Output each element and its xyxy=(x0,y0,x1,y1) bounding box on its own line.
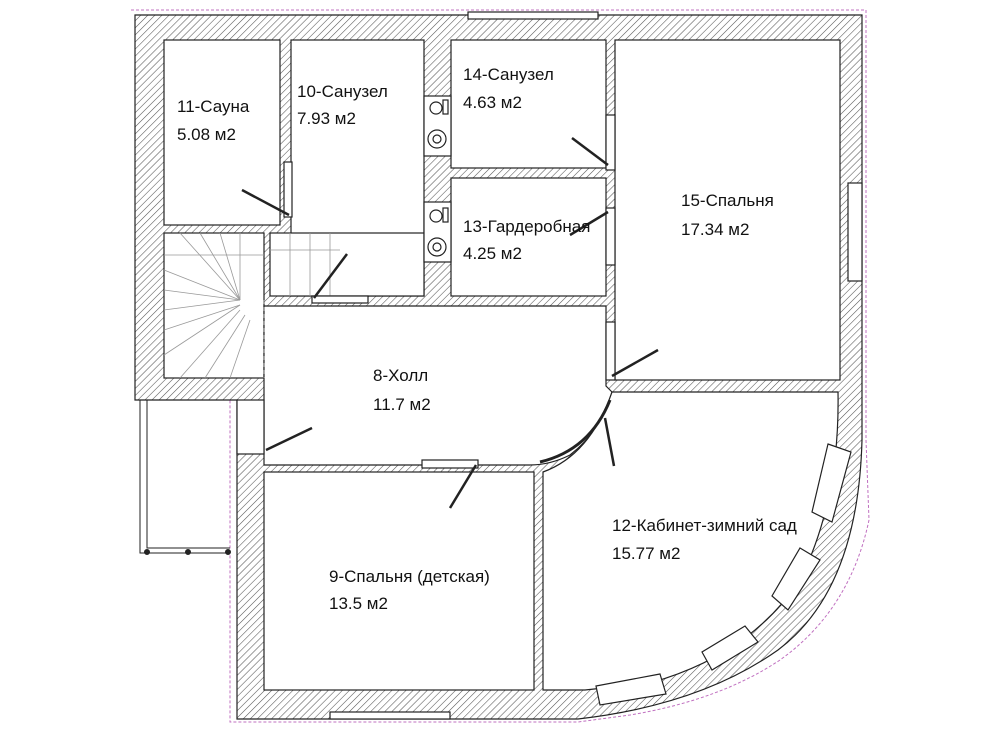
door-office-arc xyxy=(539,399,612,464)
windows xyxy=(236,11,863,720)
staircase xyxy=(163,232,340,379)
label-bath14-name: 14-Санузел xyxy=(463,65,554,84)
door-sauna-frame xyxy=(283,161,293,218)
doors xyxy=(241,114,659,509)
room-labels: 11-Сауна 5.08 м2 10-Санузел 7.93 м2 14-С… xyxy=(177,65,797,613)
door-wardrobe-frame xyxy=(605,207,616,266)
label-sauna-name: 11-Сауна xyxy=(177,97,250,116)
door-bedroom15-frame xyxy=(605,321,616,381)
label-wardrobe-area: 4.25 м2 xyxy=(463,244,522,263)
window-curve-2 xyxy=(771,547,821,611)
window-bottom xyxy=(329,711,451,720)
kidsroom-room xyxy=(263,471,535,691)
balcony xyxy=(139,400,231,555)
label-bedroom15-area: 17.34 м2 xyxy=(681,220,749,239)
window-balcony-door xyxy=(236,399,265,455)
door-office-leaf xyxy=(603,417,616,467)
hall-room xyxy=(263,305,613,466)
label-bath14-area: 4.63 м2 xyxy=(463,93,522,112)
door-bath14-leaf xyxy=(571,137,609,166)
door-sauna-leaf xyxy=(241,188,290,217)
door-bath10-leaf xyxy=(313,253,348,299)
door-kidsroom-leaf xyxy=(448,464,478,509)
door-kidsroom-frame xyxy=(421,459,479,469)
label-wardrobe-name: 13-Гардеробная xyxy=(463,217,590,236)
window-curve-4 xyxy=(595,673,667,706)
bath14-room xyxy=(450,39,607,169)
label-office-area: 15.77 м2 xyxy=(612,544,680,563)
plumbing-fixtures xyxy=(423,95,452,263)
label-sauna-area: 5.08 м2 xyxy=(177,125,236,144)
window-curve-3 xyxy=(701,625,759,671)
door-bedroom15-leaf xyxy=(611,348,659,378)
label-bath10-area: 7.93 м2 xyxy=(297,109,356,128)
label-hall-area: 11.7 м2 xyxy=(373,395,431,414)
door-bath14-frame xyxy=(605,114,616,171)
label-kidsroom-area: 13.5 м2 xyxy=(329,594,388,613)
room-interiors xyxy=(163,39,841,691)
label-office-name: 12-Кабинет-зимний сад xyxy=(612,516,797,535)
window-curve-1 xyxy=(811,443,852,523)
label-hall-name: 8-Холл xyxy=(373,366,428,385)
door-bath10-frame xyxy=(311,295,369,304)
stair-landing xyxy=(269,232,425,297)
door-balcony-leaf xyxy=(265,426,313,452)
bedroom15-room xyxy=(614,39,841,381)
window-top xyxy=(467,11,599,20)
label-kidsroom-name: 9-Спальня (детская) xyxy=(329,567,490,586)
door-wardrobe-leaf xyxy=(569,210,609,237)
sink-icon xyxy=(429,209,443,223)
outer-dashed-outline xyxy=(131,9,870,723)
sink-icon xyxy=(429,101,443,115)
label-bath10-name: 10-Санузел xyxy=(297,82,388,101)
window-right xyxy=(847,182,863,282)
wardrobe-room xyxy=(450,177,607,297)
label-bedroom15-name: 15-Спальня xyxy=(681,191,774,210)
sauna-room xyxy=(163,39,281,226)
